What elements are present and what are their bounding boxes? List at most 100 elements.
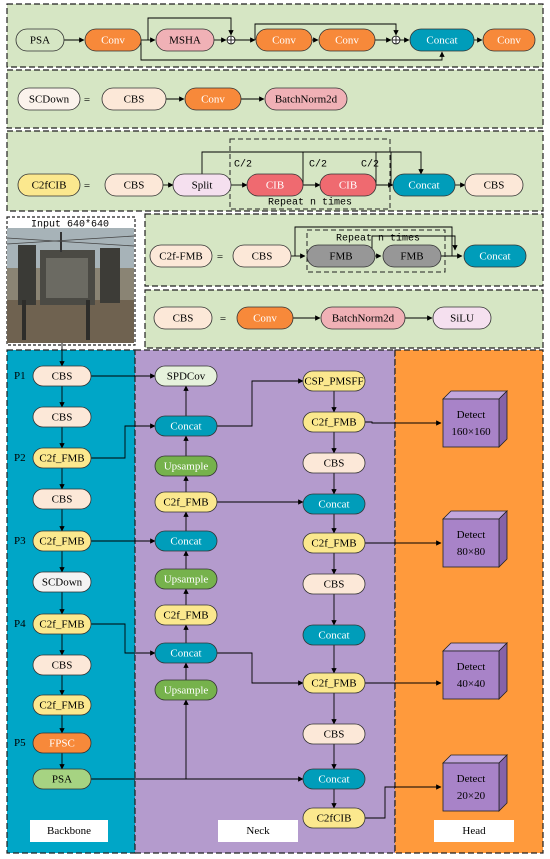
psa-conv-3-shape — [318, 28, 376, 52]
c2fcib-cbs-2-label: CBS — [484, 180, 505, 192]
psa-conv-2-shape — [255, 28, 313, 52]
neck-right-10: C2fCIB — [302, 807, 366, 829]
head-title-box — [434, 820, 514, 842]
backbone-node-0-label: CBS — [52, 371, 73, 383]
backbone-node-9: FPSC — [32, 732, 92, 754]
neck-right-4-shape — [302, 532, 366, 554]
neck-left-0: SPDCov — [154, 365, 218, 387]
c2ffmb-fmb-2: FMB — [382, 244, 442, 268]
neck-right-1: C2f_FMB — [302, 411, 366, 433]
detect-2-size: 40×40 — [457, 678, 486, 690]
psa-conv-4-shape — [482, 28, 536, 52]
neck-right-3: Concat — [302, 493, 366, 515]
cbs-bn: BatchNorm2d — [320, 306, 406, 330]
c2ffmb-cbs: CBS — [232, 244, 292, 268]
c2ffmb-repeat-box — [306, 229, 446, 273]
neck-left-3: C2f_FMB — [154, 491, 218, 513]
psa-skip-1 — [147, 17, 234, 40]
detect-0-top — [442, 390, 508, 400]
detect-0-side — [498, 390, 508, 448]
detect-1-side — [498, 510, 508, 568]
c2ffmb-eq: = — [217, 251, 223, 263]
c2ffmb-concat-shape — [463, 244, 527, 268]
backbone-node-4-label: C2f_FMB — [39, 536, 84, 548]
scdown-conv-label: Conv — [201, 94, 225, 106]
backbone-title-box — [30, 820, 108, 842]
scdown-cbs-label: CBS — [124, 94, 145, 106]
neck-left-2-shape — [154, 455, 218, 477]
neck-right-3-label: Concat — [318, 499, 349, 511]
backbone-node-7-label: CBS — [52, 660, 73, 672]
neck-right-1-shape — [302, 411, 366, 433]
c2ffmb-concat-label: Concat — [479, 251, 510, 263]
c2fcib-cib-1: CIB — [246, 173, 304, 197]
neck-right-1-label: C2f_FMB — [311, 417, 356, 429]
cbs-silu-shape — [432, 306, 492, 330]
psa-conv-3: Conv — [318, 28, 376, 52]
neck-right-9-label: Concat — [318, 774, 349, 786]
neck-left-6-shape — [154, 604, 218, 626]
backbone-node-6-label: C2f_FMB — [39, 619, 84, 631]
neck-left-1-label: Concat — [170, 421, 201, 433]
neck-left-7-shape — [154, 642, 218, 664]
detect-0-size: 160×160 — [451, 426, 491, 438]
neck-right-9-shape — [302, 768, 366, 790]
backbone-node-3-label: CBS — [52, 494, 73, 506]
detect-1-label: Detect — [457, 529, 486, 541]
c2fcib-split-shape — [172, 173, 232, 197]
c2fcib-concat-shape — [392, 173, 456, 197]
c2fcib-cib-2-shape — [319, 173, 377, 197]
neck-right-6: Concat — [302, 624, 366, 646]
neck-right-5: CBS — [302, 573, 366, 595]
cbs-conv: Conv — [236, 306, 294, 330]
backbone-stage-4: P5 — [14, 737, 26, 749]
c2ffmb-title-label: C2f-FMB — [159, 251, 202, 263]
c2fcib-repeat-label: Repeat n times — [268, 197, 352, 209]
c2fcib-title: C2fCIB — [17, 173, 81, 197]
c2fcib-c2-2: C/2 — [309, 159, 327, 171]
neck-left-4-shape — [154, 530, 218, 552]
c2ffmb-fmb-1-label: FMB — [329, 251, 352, 263]
neck-right-7: C2f_FMB — [302, 672, 366, 694]
c2ffmb-fmb-2-label: FMB — [400, 251, 423, 263]
backbone-node-2: C2f_FMB — [32, 447, 92, 469]
psa-conv-2-label: Conv — [272, 35, 296, 47]
detect-3-size: 20×20 — [457, 790, 486, 802]
backbone-node-3-shape — [32, 488, 92, 510]
backbone-stage-0: P1 — [14, 370, 26, 382]
neck-right-4-label: C2f_FMB — [311, 538, 356, 550]
backbone-node-5: SCDown — [32, 571, 92, 593]
scdown-cbs-shape — [101, 87, 167, 111]
scdown-bn-label: BatchNorm2d — [275, 94, 338, 106]
neck-right-2: CBS — [302, 452, 366, 474]
backbone-node-10: PSA — [32, 768, 92, 790]
scdown-conv-shape — [184, 87, 242, 111]
neck-left-6-label: C2f_FMB — [163, 610, 208, 622]
c2fcib-c2-3: C/2 — [361, 159, 379, 171]
backbone-stage-1: P2 — [14, 452, 26, 464]
scdown-title: SCDown — [17, 87, 81, 111]
c2fcib-cib-2: CIB — [319, 173, 377, 197]
neck-left-8: Upsample — [154, 679, 218, 701]
neck-to-detect-4 — [365, 784, 442, 819]
backbone-node-10-label: PSA — [52, 774, 72, 786]
c2ffmb-title: C2f-FMB — [149, 244, 213, 268]
neck-right-10-label: C2fCIB — [317, 813, 352, 825]
neck-right-8-shape — [302, 723, 366, 745]
backbone-panel — [6, 349, 136, 854]
concat-to-csp — [217, 378, 304, 427]
psa-plus-1 — [226, 35, 236, 45]
c2ffmb-skip-2 — [371, 235, 458, 256]
neck-left-2-label: Upsample — [164, 461, 209, 473]
c2fcib-cbs-1: CBS — [104, 173, 164, 197]
neck-left-0-label: SPDCov — [167, 371, 206, 383]
neck-right-6-label: Concat — [318, 630, 349, 642]
neck-left-5: Upsample — [154, 568, 218, 590]
neck-title: Neck — [246, 825, 270, 837]
c2ffmb-concat: Concat — [463, 244, 527, 268]
neck-right-6-shape — [302, 624, 366, 646]
neck-right-0: CSP_PMSFF — [302, 370, 366, 392]
psa-conv-1-label: Conv — [101, 35, 125, 47]
